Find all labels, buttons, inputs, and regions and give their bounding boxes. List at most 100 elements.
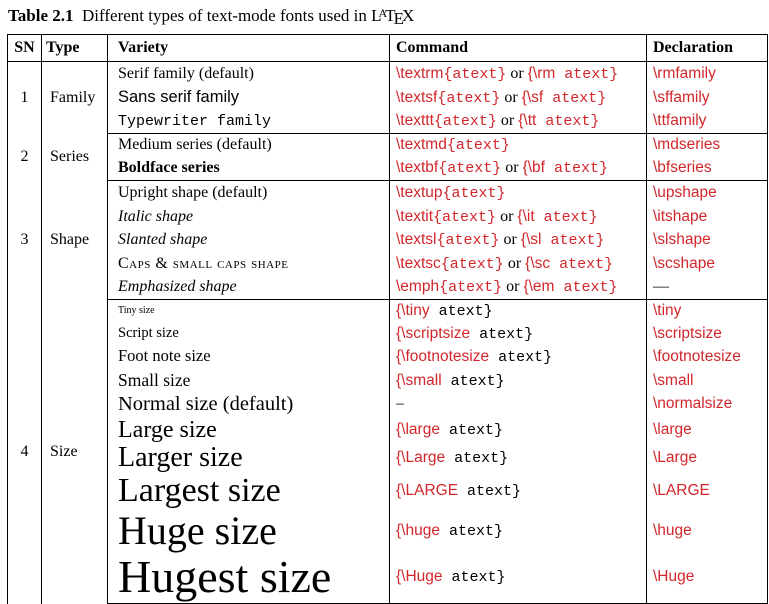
declaration-name: \mdseries xyxy=(653,136,721,154)
declaration-name: — xyxy=(653,278,669,296)
alt-command: {\sl xyxy=(520,231,542,248)
or-text: or xyxy=(500,112,515,130)
header-type: Type xyxy=(41,34,108,62)
command-argument: {atext} xyxy=(437,89,501,107)
alt-argument: atext} xyxy=(550,255,614,273)
command-cell: {\tiny atext} xyxy=(389,299,647,323)
declaration-name: \tiny xyxy=(653,302,682,320)
command-argument: {atext} xyxy=(436,232,500,249)
table-row: Larger size{\Large atext} \Large xyxy=(8,443,768,472)
command-cell: {\huge atext} xyxy=(389,509,647,552)
table-row: Typewriter family\texttt{atext} or {\tt … xyxy=(8,109,768,134)
declaration-name: \sffamily xyxy=(653,88,710,106)
declaration-name: \scshape xyxy=(653,254,716,272)
command-name: \textit xyxy=(396,207,434,225)
variety-cell: Slanted shape xyxy=(107,228,390,252)
declaration-name: \huge xyxy=(653,521,692,539)
command-name: {\scriptsize xyxy=(396,324,471,342)
command-argument: atext} xyxy=(442,569,506,587)
declaration-name: \large xyxy=(653,420,692,438)
command-argument: atext} xyxy=(439,522,503,540)
caption-text: Different types of text-mode fonts used … xyxy=(82,6,367,25)
command-cell: \emph{atext} or {\em atext} xyxy=(389,275,647,300)
table-row: Foot note size{\footnotesize atext}\foot… xyxy=(8,344,768,369)
header-variety: Variety xyxy=(107,34,390,62)
declaration-cell: \footnotesize xyxy=(646,344,768,369)
command-argument: {atext} xyxy=(433,113,497,131)
declaration-cell: \scshape xyxy=(646,251,768,276)
command-argument: {atext} xyxy=(433,208,497,226)
command-name: {\Huge xyxy=(396,568,443,586)
command-name: {\footnotesize xyxy=(396,347,490,365)
header-declaration: Declaration xyxy=(646,34,768,62)
command-name: \textsl xyxy=(396,231,437,248)
declaration-cell: \itshape xyxy=(646,204,768,229)
declaration-name: \ttfamily xyxy=(653,112,707,130)
command-name: {\LARGE xyxy=(396,481,459,499)
declaration-cell: \Large xyxy=(646,443,768,472)
alt-argument: atext} xyxy=(544,160,608,178)
declaration-name: \LARGE xyxy=(653,481,710,499)
command-name: {\small xyxy=(396,371,442,389)
command-cell: {\large atext} xyxy=(389,415,647,444)
declaration-name: \scriptsize xyxy=(653,324,722,342)
command-name: {\tiny xyxy=(396,302,430,320)
declaration-cell: \slshape xyxy=(646,228,768,252)
variety-cell: Largest size xyxy=(107,471,390,510)
command-argument: atext} xyxy=(429,303,493,321)
command-name: \textup xyxy=(396,183,443,201)
command-argument: atext} xyxy=(441,372,505,390)
declaration-cell: \mdseries xyxy=(646,133,768,157)
row-type: Series xyxy=(41,133,108,181)
declaration-cell: — xyxy=(646,275,768,300)
latex-logo: LATEX xyxy=(371,6,415,28)
command-argument: {atext} xyxy=(442,184,506,202)
command-cell: \textsf{atext} or {\sf atext} xyxy=(389,85,647,110)
header-row: SN Type Variety Command Declaration xyxy=(7,34,768,62)
declaration-cell: \tiny xyxy=(646,299,768,323)
row-type: Size xyxy=(41,299,108,604)
alt-argument: atext} xyxy=(554,279,618,297)
command-name: {\large xyxy=(396,420,440,438)
command-cell: \textup{atext} xyxy=(389,180,647,205)
declaration-name: \normalsize xyxy=(653,395,733,412)
or-text: or xyxy=(505,159,519,177)
declaration-cell: \small xyxy=(646,368,768,393)
table-row: Small size{\small atext}\small xyxy=(8,368,768,393)
declaration-name: \upshape xyxy=(653,183,717,201)
declaration-name: \Huge xyxy=(653,568,695,586)
variety-cell: Caps & small caps shape xyxy=(107,251,390,276)
row-type: Family xyxy=(41,61,108,134)
variety-cell: Typewriter family xyxy=(107,109,390,134)
declaration-cell: \huge xyxy=(646,509,768,552)
table-row: Hugest size{\Huge atext}\Huge xyxy=(8,551,768,604)
command-argument: atext} xyxy=(445,449,509,467)
declaration-cell: \rmfamily xyxy=(646,61,768,86)
command-cell: {\Large atext} xyxy=(389,443,647,472)
alt-command: {\sf xyxy=(521,88,544,106)
variety-cell: Medium series (default) xyxy=(107,133,390,157)
table-row: Sans serif family\textsf{atext} or {\sf … xyxy=(8,85,768,110)
declaration-name: \small xyxy=(653,371,694,389)
command-argument: {atext} xyxy=(439,279,503,297)
command-cell: \textit{atext} or {\it atext} xyxy=(389,204,647,229)
command-argument: atext} xyxy=(489,348,553,366)
alt-command: {\tt xyxy=(518,112,537,130)
command-cell: {\small atext} xyxy=(389,368,647,393)
command-cell: \textsc{atext} or {\sc atext} xyxy=(389,251,647,276)
declaration-name: \Large xyxy=(653,448,697,466)
command-argument: atext} xyxy=(470,325,534,343)
table-row: Caps & small caps shape\textsc{atext} or… xyxy=(8,251,768,276)
command-cell: {\footnotesize atext} xyxy=(389,344,647,369)
variety-cell: Emphasized shape xyxy=(107,275,390,300)
command-name: \textsf xyxy=(396,88,438,106)
header-sn: SN xyxy=(7,34,42,62)
command-cell: \textmd{atext} xyxy=(389,133,647,157)
command-argument: atext} xyxy=(458,482,522,500)
command-argument: {atext} xyxy=(443,65,507,83)
variety-cell: Larger size xyxy=(107,443,390,472)
table-row: Italic shape\textit{atext} or {\it atext… xyxy=(8,204,768,229)
